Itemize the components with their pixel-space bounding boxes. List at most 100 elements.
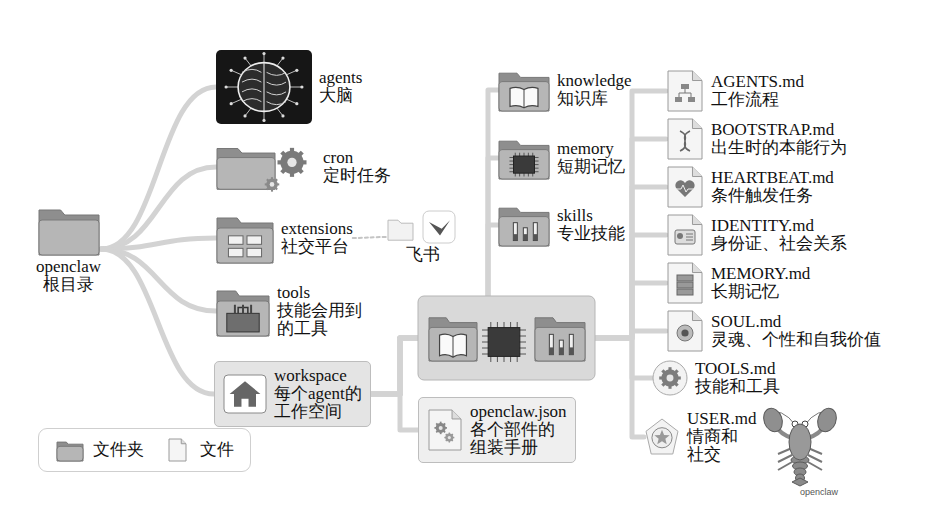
node-icon <box>666 310 704 352</box>
flow-symbol <box>688 97 695 102</box>
circuit-dot <box>243 114 246 117</box>
folder-back <box>499 141 549 179</box>
page-fold <box>452 410 461 419</box>
folder-back <box>535 318 585 361</box>
skills-folder-icon <box>535 318 585 361</box>
flask-symbol <box>533 223 537 241</box>
badge-disc <box>646 419 678 454</box>
folder-node: agents大脑 <box>216 50 362 124</box>
folder-back <box>429 318 477 361</box>
brain-fissure <box>264 63 265 112</box>
folder-node: knowledge知识库 <box>498 68 632 112</box>
node-texts: HEARTBEAT.md条件触发任务 <box>711 169 834 205</box>
lobster-leg <box>778 462 792 470</box>
folder-box: openclaw.json各个部件的组装手册 <box>418 397 576 463</box>
brain-panel <box>216 50 312 124</box>
star-symbol <box>654 430 669 445</box>
node-name: cron <box>323 149 391 167</box>
flow-symbol <box>681 84 689 89</box>
gear-body <box>445 434 453 442</box>
node-texts: BOOTSTRAP.md出生时的本能行为 <box>711 121 847 157</box>
lobster-claw <box>760 406 785 435</box>
page-sheet <box>429 410 461 450</box>
folder-node: SOUL.md灵魂、个性和自我价值 <box>666 310 881 352</box>
legend-text: 文件 <box>200 441 234 459</box>
page-fold <box>692 167 702 177</box>
flask-symbol <box>523 228 527 241</box>
flask-symbol <box>549 334 553 354</box>
node-texts: agents大脑 <box>319 69 362 105</box>
flask-level <box>533 234 537 240</box>
lobster-body <box>789 424 811 460</box>
node-name: skills <box>557 207 625 225</box>
id-card-line <box>686 237 693 238</box>
node-description: 技能和工具 <box>695 378 780 396</box>
lobster-leg <box>778 455 792 462</box>
gear-hole <box>287 158 296 167</box>
page-sheet <box>668 119 702 159</box>
node-texts: MEMORY.md长期记忆 <box>711 265 810 301</box>
folder-back <box>217 149 275 190</box>
connector <box>101 238 216 249</box>
connector <box>353 237 386 238</box>
pulse-symbol <box>676 185 694 192</box>
folder-back <box>217 291 269 336</box>
house-symbol <box>230 381 261 407</box>
node-description: 社交平台 <box>281 238 353 256</box>
tool-symbol <box>234 305 236 314</box>
id-card-symbol <box>675 230 695 244</box>
node-icon <box>652 360 688 396</box>
folder-front <box>499 217 549 246</box>
connector <box>101 167 216 249</box>
tool-symbol <box>250 305 252 314</box>
node-icon <box>498 203 550 247</box>
panel-tile <box>247 236 262 244</box>
node-name: HEARTBEAT.md <box>711 169 834 187</box>
flask-level <box>549 347 553 354</box>
node-description: 长期记忆 <box>711 283 810 301</box>
circuit-line <box>286 99 296 104</box>
gear-body <box>436 423 446 433</box>
circuit-line <box>231 99 241 104</box>
circuit-dot <box>224 85 227 88</box>
connector <box>371 394 418 430</box>
book-spine <box>524 90 525 108</box>
page-fold <box>692 71 702 81</box>
circuit-dot <box>230 69 233 72</box>
legend-sample <box>55 437 85 463</box>
node-texts: workspace每个agent的工作空间 <box>274 367 362 421</box>
circuit-dot <box>295 69 298 72</box>
gear-hole <box>667 375 674 382</box>
panel-tile <box>228 236 243 244</box>
node-description: 情商和社交 <box>687 428 741 464</box>
flask-level <box>513 234 517 240</box>
brain-fold <box>242 89 286 95</box>
connector <box>371 187 666 394</box>
folder-back <box>57 442 83 461</box>
book-symbol <box>510 87 538 107</box>
connector <box>371 139 666 394</box>
page-fold <box>692 215 702 225</box>
folder-front <box>39 220 99 255</box>
folder-back <box>39 210 99 255</box>
node-name: tools <box>277 284 363 302</box>
gear-hole <box>448 436 451 439</box>
circuit-line <box>231 70 241 75</box>
node-description: 灵魂、个性和自我价值 <box>711 331 881 349</box>
node-texts: 飞书 <box>406 246 440 264</box>
node-description: 工作流程 <box>711 91 804 109</box>
circuit-line <box>290 87 302 88</box>
flask-symbol <box>559 340 563 355</box>
toolbox-body <box>227 313 259 332</box>
folder-front <box>217 301 269 336</box>
book-spine <box>453 337 454 358</box>
folder-front <box>57 446 83 461</box>
circuit-line <box>286 70 296 75</box>
folder-node: BOOTSTRAP.md出生时的本能行为 <box>666 118 847 160</box>
node-name: knowledge <box>557 72 632 90</box>
folder-front <box>499 150 549 179</box>
circuit-dot <box>295 102 298 105</box>
node-name: MEMORY.md <box>711 265 810 283</box>
legend-text: 文件夹 <box>93 441 144 459</box>
node-texts: memory短期记忆 <box>557 140 625 176</box>
